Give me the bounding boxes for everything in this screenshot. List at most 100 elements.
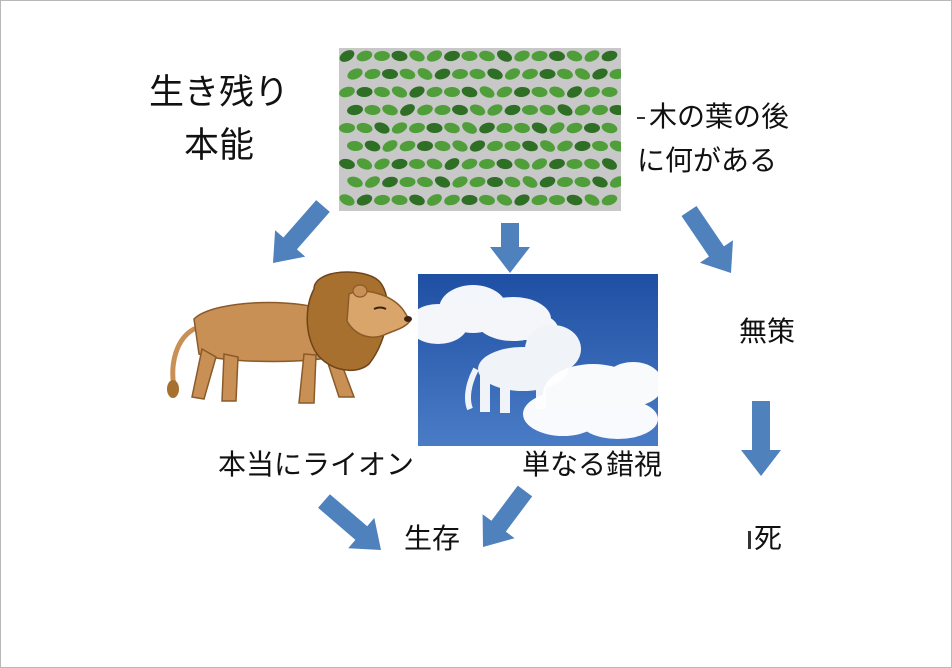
leaf [601, 86, 618, 98]
leaf [374, 122, 390, 134]
leaf [514, 158, 530, 170]
leaf [514, 122, 530, 134]
leaf [382, 68, 398, 80]
leaf [584, 50, 600, 62]
leaf [417, 104, 433, 116]
leaf [549, 194, 565, 206]
leaf [602, 158, 617, 170]
leaf [469, 176, 486, 188]
leaf [609, 176, 621, 188]
leaf [539, 176, 556, 188]
leaf [540, 140, 555, 152]
leaf [452, 176, 468, 188]
leaf [356, 158, 373, 170]
leaf [522, 176, 538, 188]
leaf [347, 176, 363, 188]
leaf [374, 194, 390, 206]
leaf [347, 104, 363, 116]
leaf [514, 194, 530, 206]
leaf [487, 140, 503, 152]
leaf [374, 50, 390, 62]
leaf [522, 68, 538, 80]
leaf [574, 68, 591, 80]
leaf [374, 158, 390, 170]
leaf [479, 86, 495, 98]
leaf [444, 194, 460, 206]
leaf [574, 176, 591, 188]
survival-instinct-label-line1: 生き残り [149, 73, 290, 113]
survival-label: 生存 [404, 522, 461, 555]
leaf [522, 104, 538, 116]
leaf [531, 194, 548, 206]
leaf [391, 194, 408, 206]
leaf [609, 140, 621, 152]
leaf [434, 68, 451, 80]
leaf [566, 158, 583, 170]
leaf [469, 68, 486, 80]
leaf [479, 122, 495, 134]
leaf [391, 158, 408, 170]
leaf [549, 122, 565, 134]
arrow-to-helpless [681, 206, 733, 273]
leaf [549, 158, 565, 170]
death-label: 死 [748, 522, 782, 555]
leaf [584, 123, 600, 133]
leaf [584, 194, 600, 206]
leaf [609, 104, 621, 116]
leaf [452, 140, 468, 152]
leaf [427, 194, 442, 206]
leaf [409, 194, 425, 206]
leaf [444, 50, 460, 62]
leaf [434, 176, 451, 188]
leaf [339, 194, 355, 206]
leaf [584, 86, 600, 98]
what-behind-leaves-label-line1: 木の葉の後 [637, 100, 789, 133]
leaf [434, 104, 451, 116]
leaf [399, 176, 416, 188]
leaf [399, 68, 416, 80]
leaf [426, 86, 443, 98]
mere-illusion-label: 単なる錯視 [522, 448, 663, 481]
leaf [356, 50, 373, 62]
leaf [487, 68, 503, 80]
leaf [549, 86, 565, 98]
leaf [461, 194, 478, 206]
arrow-lion-to-survival [318, 494, 381, 550]
leaf [417, 140, 433, 152]
leaf [496, 158, 513, 170]
leaf-wall-image [339, 48, 621, 211]
leaf [461, 86, 478, 98]
leaf [514, 86, 530, 98]
leaf [444, 86, 460, 98]
leaf [374, 86, 390, 98]
leaf [339, 122, 355, 134]
leaf [504, 176, 521, 188]
leaf [496, 122, 513, 134]
leaf [364, 104, 381, 116]
leaf [539, 69, 556, 79]
leaf [531, 158, 548, 170]
leaf [504, 104, 521, 116]
survival-instinct-label-line2: 本能 [184, 126, 255, 166]
leaf [574, 104, 591, 116]
leaf [339, 86, 355, 98]
leaf [444, 122, 460, 134]
leaf [365, 176, 380, 188]
leaf [592, 68, 608, 80]
leaf [461, 158, 478, 170]
leaf [479, 50, 495, 62]
leaf [601, 194, 618, 206]
leaf [382, 104, 398, 116]
leaf [566, 122, 583, 134]
leaf [426, 122, 443, 134]
leaf [514, 50, 530, 62]
helpless-label: 無策 [739, 315, 796, 348]
leaf [557, 104, 573, 116]
leaf [444, 158, 460, 170]
leaf [391, 122, 408, 134]
leaf [601, 50, 618, 62]
leaf [557, 140, 573, 152]
leaf [356, 122, 373, 134]
